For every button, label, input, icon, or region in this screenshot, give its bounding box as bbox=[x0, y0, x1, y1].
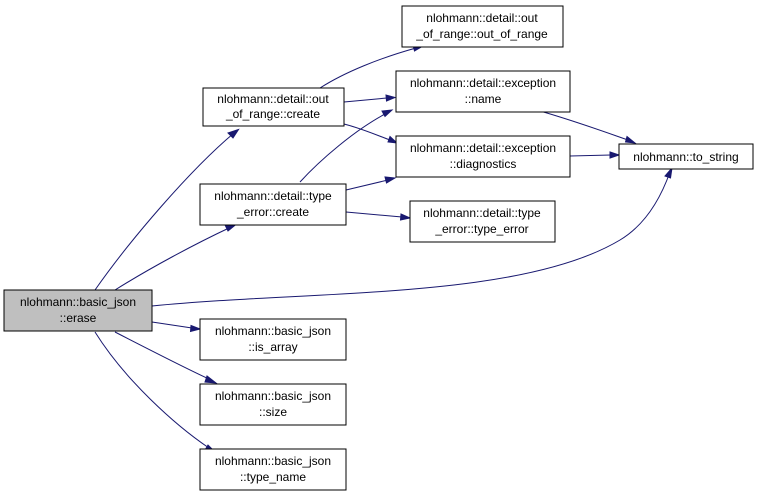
node-label-line1: nlohmann::to_string bbox=[633, 150, 738, 164]
node-label-line2: _error::create bbox=[236, 205, 309, 219]
node-exception-name[interactable]: nlohmann::detail::exception ::name bbox=[395, 70, 571, 113]
edge-te-create-to-exc-name bbox=[299, 109, 394, 183]
edge-erase-to-oor-create bbox=[94, 128, 240, 291]
node-label-line2: _of_range::create bbox=[225, 107, 320, 121]
node-type-error-ctor[interactable]: nlohmann::detail::type _error::type_erro… bbox=[409, 200, 556, 243]
node-label-line2: ::is_array bbox=[248, 340, 297, 354]
edge-erase-to-type-name bbox=[94, 331, 218, 454]
edge-erase-to-to-string bbox=[151, 166, 673, 307]
edges bbox=[94, 44, 673, 454]
node-label-line1: nlohmann::detail::type bbox=[423, 206, 541, 220]
edge-te-create-to-exc-diag bbox=[345, 176, 397, 191]
node-basic-json-size[interactable]: nlohmann::basic_json ::size bbox=[199, 383, 347, 426]
node-out-of-range-ctor[interactable]: nlohmann::detail::out _of_range::out_of_… bbox=[401, 5, 564, 48]
edge-exc-name-to-to-string bbox=[539, 110, 637, 144]
edge-oor-create-to-exc-name bbox=[343, 94, 397, 103]
node-label-line2: ::type_name bbox=[240, 470, 306, 484]
node-basic-json-is-array[interactable]: nlohmann::basic_json ::is_array bbox=[199, 318, 347, 361]
node-label-line1: nlohmann::basic_json bbox=[215, 454, 331, 468]
edge-erase-to-te-create bbox=[114, 223, 238, 291]
edge-oor-create-to-exc-diag bbox=[343, 123, 399, 144]
node-basic-json-type-name[interactable]: nlohmann::basic_json ::type_name bbox=[199, 448, 347, 491]
node-label-line2: ::size bbox=[259, 405, 287, 419]
edge-erase-to-size bbox=[114, 331, 218, 384]
node-label-line1: nlohmann::basic_json bbox=[215, 324, 331, 338]
node-label-line2: _of_range::out_of_range bbox=[415, 27, 548, 41]
nodes: nlohmann::basic_json ::erase nlohmann::d… bbox=[3, 5, 754, 491]
node-label-line1: nlohmann::basic_json bbox=[20, 295, 136, 309]
node-label-line2: ::erase bbox=[60, 311, 97, 325]
node-out-of-range-create[interactable]: nlohmann::detail::out _of_range::create bbox=[202, 87, 345, 127]
node-to-string[interactable]: nlohmann::to_string bbox=[618, 143, 754, 170]
edge-exc-diag-to-to-string bbox=[569, 151, 621, 159]
node-label-line1: nlohmann::detail::exception bbox=[410, 76, 556, 90]
node-label-line1: nlohmann::detail::type bbox=[214, 189, 332, 203]
node-basic-json-erase[interactable]: nlohmann::basic_json ::erase bbox=[3, 289, 153, 332]
node-label-line1: nlohmann::basic_json bbox=[215, 389, 331, 403]
node-label-line2: _error::type_error bbox=[434, 222, 528, 236]
node-label-line2: ::diagnostics bbox=[450, 157, 517, 171]
node-label-line1: nlohmann::detail::exception bbox=[410, 141, 556, 155]
edge-erase-to-is-array bbox=[151, 321, 202, 333]
node-label-line2: ::name bbox=[465, 92, 502, 106]
node-label-line1: nlohmann::detail::out bbox=[217, 92, 329, 106]
edge-te-create-to-te-ctor bbox=[345, 211, 412, 221]
node-exception-diagnostics[interactable]: nlohmann::detail::exception ::diagnostic… bbox=[395, 135, 571, 178]
node-type-error-create[interactable]: nlohmann::detail::type _error::create bbox=[199, 183, 347, 226]
node-label-line1: nlohmann::detail::out bbox=[426, 11, 538, 25]
